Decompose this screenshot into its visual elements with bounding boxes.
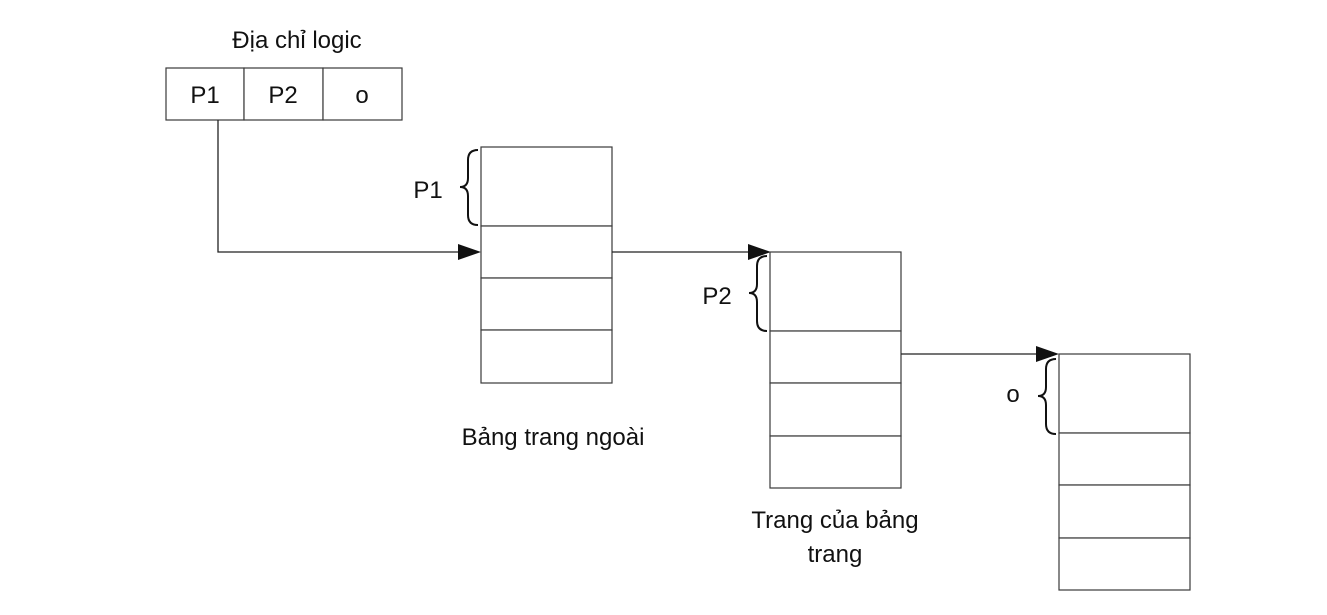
- field-o-label: o: [355, 82, 368, 109]
- field-o-box: [322, 67, 403, 121]
- inner-table-cell: [769, 330, 902, 384]
- inner-table-caption-line2: trang: [808, 541, 863, 568]
- page-cell: [1058, 537, 1191, 591]
- page-offset-label: o: [1006, 381, 1019, 408]
- page-cell: [1058, 432, 1191, 486]
- outer-table-offset-brace: [459, 149, 479, 226]
- outer-table-cell: [480, 225, 613, 279]
- outer-table-cell: [480, 277, 613, 331]
- inner-table-caption-line1: Trang của bảng: [751, 507, 918, 534]
- outer-table-cell: [480, 329, 613, 384]
- outer-table-cell: [480, 146, 613, 227]
- field-p1-label: P1: [190, 82, 219, 109]
- outer-table-offset-label: P1: [413, 177, 442, 204]
- field-p2-box: [243, 67, 324, 121]
- page-cell: [1058, 353, 1191, 434]
- arrowhead-outer-table: [458, 244, 481, 260]
- page-offset-brace: [1037, 358, 1057, 435]
- inner-page-table: [769, 251, 902, 489]
- page-frame: [1058, 353, 1191, 591]
- field-p1-box: [165, 67, 245, 121]
- logical-address-title: Địa chỉ logic: [232, 27, 361, 54]
- page-cell: [1058, 484, 1191, 539]
- inner-table-offset-label: P2: [702, 283, 731, 310]
- field-p2-label: P2: [268, 82, 297, 109]
- inner-table-cell: [769, 435, 902, 489]
- inner-table-offset-brace: [748, 255, 768, 332]
- inner-table-cell: [769, 251, 902, 332]
- outer-page-table: [480, 146, 613, 384]
- arrowhead-inner-table: [748, 244, 771, 260]
- logical-address-register: P1 P2 o: [165, 67, 403, 121]
- inner-table-cell: [769, 382, 902, 437]
- arrowhead-page: [1036, 346, 1059, 362]
- outer-table-caption: Bảng trang ngoài: [462, 424, 645, 451]
- connector-p1-to-outer-table: [217, 120, 462, 253]
